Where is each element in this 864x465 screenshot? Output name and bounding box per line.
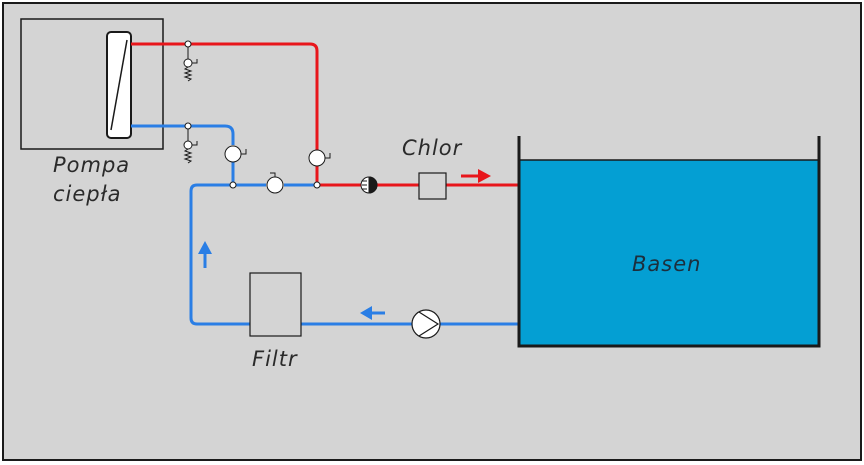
safety-valve-icon	[183, 40, 198, 82]
check-valve-icon	[266, 172, 284, 194]
pool-water	[519, 160, 819, 345]
pool-label: Basen	[632, 252, 701, 276]
check-valve-icon	[224, 145, 247, 163]
pipe-junctions	[229, 181, 321, 189]
filter-label: Filtr	[252, 347, 298, 371]
check-valve-icon	[308, 149, 331, 167]
heat-pump-label-line2: ciepła	[53, 182, 122, 206]
chlor-label: Chlor	[402, 136, 463, 160]
filter	[249, 272, 302, 337]
flow-arrow-icon	[360, 306, 385, 320]
heat-exchanger-icon	[106, 31, 132, 139]
chlorinator	[418, 172, 447, 200]
pool-walls	[517, 136, 821, 348]
cold-pipe	[131, 124, 519, 326]
flow-arrow-icon	[461, 169, 491, 183]
dosing-valve-icon	[360, 176, 378, 194]
circulation-pump-icon	[411, 309, 441, 339]
heat-pump-label-line1: Pompa	[53, 153, 130, 177]
pool: Basen	[517, 136, 821, 348]
safety-valve-icon	[183, 122, 198, 164]
heat-pump-housing	[20, 18, 164, 150]
flow-arrow-icon	[198, 241, 212, 268]
heat-pump	[20, 18, 164, 150]
